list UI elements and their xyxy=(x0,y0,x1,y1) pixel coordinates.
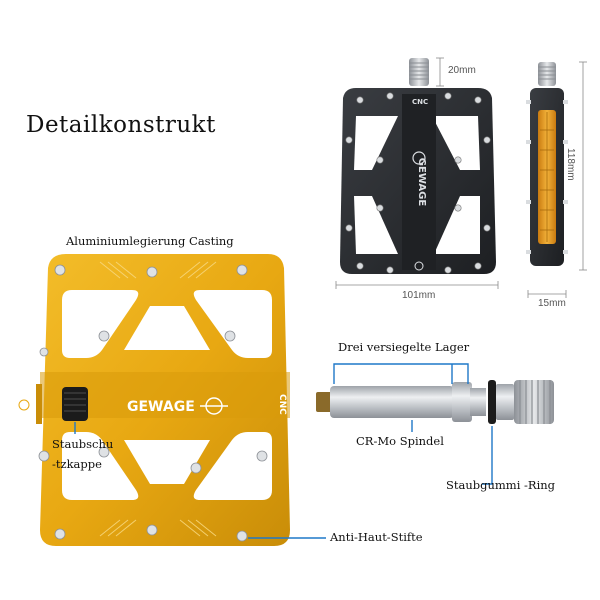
black-pedal-center-bar xyxy=(402,94,436,270)
black-pedal-logo-icon xyxy=(412,151,426,165)
dimension-lines xyxy=(335,57,587,298)
dust-cap xyxy=(62,387,88,421)
black-pedal-front-view: GEWAGE CNC xyxy=(340,58,496,274)
gold-pedal-grooves xyxy=(99,261,217,537)
dimension-axle: 20mm xyxy=(448,65,476,76)
gold-pedal: GEWAGE CNC xyxy=(18,254,290,546)
label-pins: Anti-Haut-Stifte xyxy=(330,530,423,544)
spindle-thread-lines xyxy=(519,380,551,424)
dimension-height: 118mm xyxy=(565,148,576,181)
spindle-hex xyxy=(496,384,514,420)
label-bearings: Drei versiegelte Lager xyxy=(338,340,470,354)
spindle-bearing-collar xyxy=(452,382,472,422)
side-axle-thread xyxy=(538,62,556,86)
black-pedal-cnc-text: CNC xyxy=(412,98,428,106)
axle-thread xyxy=(409,58,429,86)
label-dust-cap-line1: Staubschu xyxy=(52,437,114,451)
spindle-tip-nut xyxy=(316,392,332,412)
gold-pedal-cnc-text: CNC xyxy=(277,394,287,415)
gold-pedal-side-badge-icon xyxy=(18,399,30,411)
ring-callout-line xyxy=(482,426,493,485)
spindle-assembly xyxy=(316,380,554,424)
side-pins xyxy=(526,100,568,254)
callout-lines xyxy=(74,363,493,539)
axle-thread-lines xyxy=(409,62,429,80)
black-pedal-side-view xyxy=(526,62,568,266)
label-spindle: CR-Mo Spindel xyxy=(356,434,444,448)
label-dust-cap-line2: -tzkappe xyxy=(52,457,102,471)
gold-pedal-cutouts xyxy=(62,290,272,500)
black-pedal-brand-text: GEWAGE xyxy=(416,158,427,207)
page-title: Detailkonstrukt xyxy=(26,112,216,138)
label-casting: Aluminiumlegierung Casting xyxy=(66,234,234,248)
label-dust-ring: Staubgummi -Ring xyxy=(446,478,556,492)
dust-rubber-ring xyxy=(488,380,496,424)
gold-pedal-brand-text: GEWAGE xyxy=(127,399,195,415)
black-pedal-badge-icon xyxy=(414,261,424,271)
black-pedal-cutouts xyxy=(354,116,480,254)
spindle-shaft xyxy=(330,386,454,418)
dimension-depth: 15mm xyxy=(538,298,566,309)
gold-pedal-pins xyxy=(38,264,268,542)
dimension-width: 101mm xyxy=(402,290,436,301)
bearings-callout-line xyxy=(333,363,469,384)
black-pedal-pins xyxy=(345,92,491,274)
